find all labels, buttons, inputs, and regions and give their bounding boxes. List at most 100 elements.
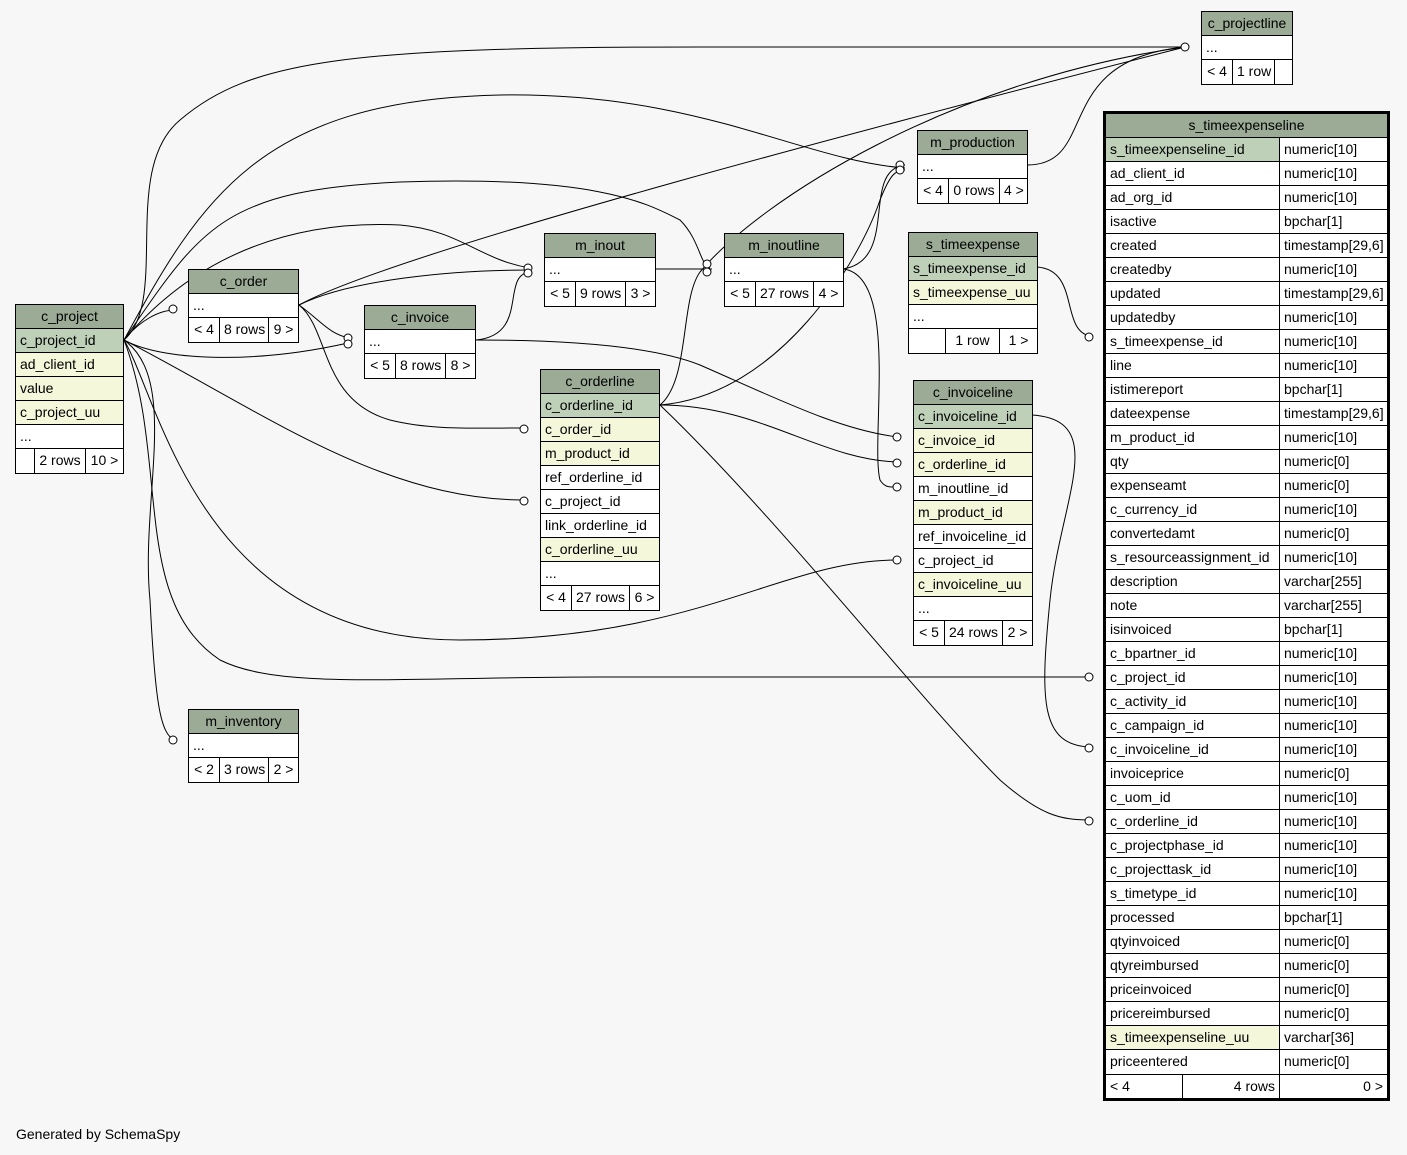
column-type: numeric[0] [1279,954,1387,977]
row-count: 27 rows [571,586,629,610]
edge-c_orderline-c_order [298,304,526,429]
column-type: timestamp[29,6] [1279,402,1387,425]
parents-count[interactable]: < 4 [194,321,214,337]
edge-s_timeexpenseline-c_orderline [659,404,1091,821]
edge-m_production-c_project [123,94,906,341]
children-count[interactable]: 8 > [445,354,475,378]
edge-c_orderline-c_project [123,339,526,501]
edge-c_invoiceline-c_orderline [659,404,899,463]
children-count[interactable]: 4 > [813,282,843,306]
table-m_inventory[interactable]: m_inventory ... < 2 3 rows 2 > [188,709,299,783]
table-c_orderline[interactable]: c_orderline c_orderline_id c_order_id m_… [540,369,660,611]
column-type: numeric[0] [1279,474,1387,497]
column-m_product_id: m_product_id [918,504,1003,520]
table-header: c_order [189,270,298,294]
children-count[interactable]: 4 > [999,179,1027,203]
table-header: m_inoutline [725,234,843,258]
column-c_invoiceline_id: c_invoiceline_id [918,408,1017,424]
column-type: numeric[10] [1279,138,1387,161]
table-m_production[interactable]: m_production ... < 4 0 rows 4 > [917,130,1028,204]
column-c_project_id: c_project_id [918,552,994,568]
column-name: c_activity_id [1110,693,1187,709]
edge-c_invoiceline-m_inoutline [842,268,899,488]
edge-s_timeexpenseline-c_project [123,339,1090,681]
parents-count[interactable]: < 2 [194,761,214,777]
column-name: created [1110,237,1157,253]
children-count[interactable]: 6 > [629,586,659,610]
column-name: ad_org_id [1110,189,1173,205]
column-type: numeric[10] [1279,882,1387,905]
column-type: numeric[10] [1279,330,1387,353]
table-header: s_timeexpense [909,233,1037,257]
children-count[interactable]: 1 > [999,329,1037,353]
row-count: 9 rows [575,282,625,306]
column-name: c_projecttask_id [1110,861,1212,877]
parents-count[interactable] [16,449,34,473]
children-count[interactable]: 3 > [625,282,655,306]
parents-count[interactable]: < 5 [370,357,390,373]
column-name: createdby [1110,261,1172,277]
table-c_invoiceline[interactable]: c_invoiceline c_invoiceline_id c_invoice… [913,380,1033,646]
column-name: updatedby [1110,309,1176,325]
edge-c_projectline-m_production [1026,46,1186,166]
column-type: numeric[10] [1279,426,1387,449]
column-type: numeric[10] [1279,354,1387,377]
column-type: varchar[36] [1279,1026,1387,1049]
column-name: processed [1110,909,1175,925]
table-m_inout[interactable]: m_inout ... < 5 9 rows 3 > [544,233,656,307]
table-header: m_inventory [189,710,298,734]
children-count[interactable]: 2 > [1002,621,1032,645]
column-name: c_currency_id [1110,501,1198,517]
parents-count[interactable]: < 5 [730,285,750,301]
column-name: convertedamt [1110,525,1195,541]
table-m_inoutline[interactable]: m_inoutline ... < 5 27 rows 4 > [724,233,844,307]
column-name: c_orderline_id [1110,813,1198,829]
column-type: numeric[10] [1279,306,1387,329]
column-name: expenseamt [1110,477,1187,493]
children-count[interactable]: 2 > [268,758,298,782]
parents-count[interactable]: < 5 [919,624,939,640]
table-c_project[interactable]: c_project c_project_id ad_client_id valu… [15,304,124,474]
column-name: dateexpense [1110,405,1191,421]
parents-count[interactable]: < 4 [1207,63,1227,79]
column-name: s_timetype_id [1110,885,1197,901]
parents-count[interactable]: < 4 [1110,1078,1130,1094]
children-count[interactable]: 9 > [268,318,298,342]
table-s_timeexpense[interactable]: s_timeexpense s_timeexpense_id s_timeexp… [908,232,1038,354]
column-row-c_orderline_id: c_orderline_id numeric[10] [1106,810,1387,834]
parents-count[interactable]: < 5 [550,285,570,301]
column-type: numeric[10] [1279,162,1387,185]
table-c_invoice[interactable]: c_invoice ... < 5 8 rows 8 > [364,305,476,379]
column-ad_client_id: ad_client_id [20,356,95,372]
column-row-convertedamt: convertedamt numeric[0] [1106,522,1387,546]
column-ellipsis: ... [729,261,741,277]
column-name: priceentered [1110,1053,1188,1069]
table-c_order[interactable]: c_order ... < 4 8 rows 9 > [188,269,299,343]
children-count[interactable]: 10 > [85,449,123,473]
table-c_projectline[interactable]: c_projectline ... < 4 1 row [1201,11,1293,85]
children-count[interactable] [1274,60,1292,84]
column-type: numeric[10] [1279,810,1387,833]
column-row-updatedby: updatedby numeric[10] [1106,306,1387,330]
column-type: numeric[0] [1279,522,1387,545]
parents-count[interactable]: < 4 [923,182,943,198]
column-row-expenseamt: expenseamt numeric[0] [1106,474,1387,498]
children-count[interactable]: 0 > [1279,1075,1387,1098]
edge-c_projectline-c_order [298,46,1186,306]
column-name: s_timeexpenseline_uu [1106,1026,1279,1049]
parents-count[interactable]: < 4 [546,589,566,605]
row-count: 8 rows [395,354,445,378]
parents-count[interactable] [909,329,945,353]
